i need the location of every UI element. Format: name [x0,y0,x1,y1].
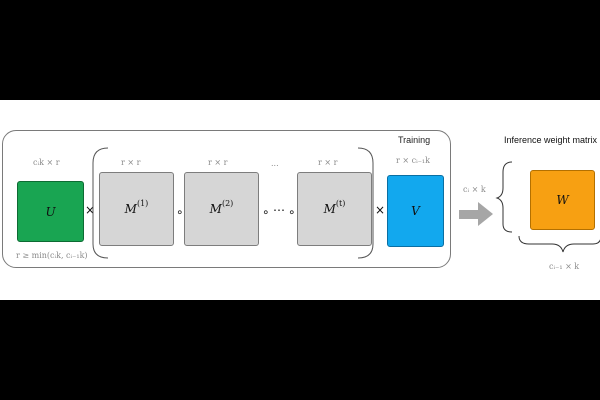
training-frame [2,130,451,268]
right-bracket [357,147,374,259]
hadamard-operator-3: ∘ [288,205,296,219]
hadamard-operator-2: ∘ [262,205,270,219]
times-operator-2: × [375,203,386,217]
w-bottom-label: cᵢ₋₁ × k [549,262,580,271]
hadamard-operator-1: ∘ [176,205,184,219]
mt-size-label: r × r [318,158,338,167]
ellipsis-label: ... [271,159,279,168]
matrix-m2: M(2) [184,172,259,246]
matrix-mt-symbol: M [323,202,336,216]
matrix-v: V [387,175,444,247]
matrix-mt: M(t) [297,172,372,246]
matrix-u-symbol: U [45,204,56,219]
matrix-m1: M(1) [99,172,174,246]
w-left-brace [495,161,513,233]
matrix-w-symbol: W [556,193,569,207]
m2-size-label: r × r [208,158,228,167]
matrix-u: U [17,181,84,242]
matrix-v-symbol: V [411,204,420,218]
w-left-label: cᵢ × k [463,185,486,194]
v-size-label: r × cᵢ₋₁k [396,156,430,165]
matrix-m2-superscript: (2) [221,198,234,208]
times-operator-1: × [85,203,96,217]
matrix-w: W [530,170,595,230]
dots-operator: ⋯ [273,203,285,217]
m1-size-label: r × r [121,158,141,167]
right-arrow-icon [459,202,493,226]
u-constraint-label: r ≥ min(cᵢk, cᵢ₋₁k) [16,251,88,260]
inference-title: Inference weight matrix [504,135,598,145]
training-title: Training [398,135,431,145]
matrix-mt-superscript: (t) [335,198,346,208]
left-bracket [92,147,109,259]
matrix-m2-symbol: M [209,202,222,216]
w-bottom-brace [518,235,600,253]
matrix-m1-symbol: M [124,202,137,216]
u-size-label: cᵢk × r [33,158,60,167]
matrix-m1-superscript: (1) [136,198,149,208]
